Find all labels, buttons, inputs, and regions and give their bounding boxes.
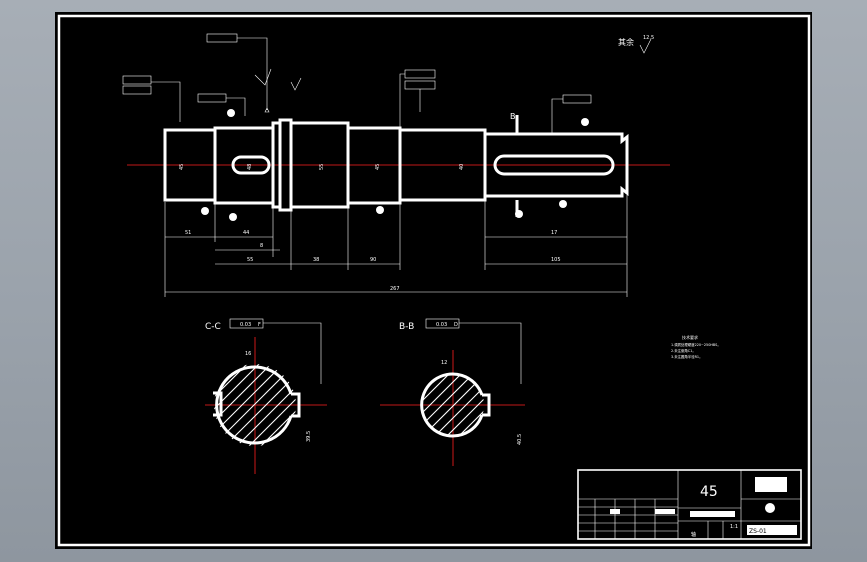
dim-l4: 38 [313,257,319,263]
tech-req-title: 技术要求 [682,334,698,340]
tol-frame-4 [197,93,227,103]
roughness-note: 其余 [618,37,634,47]
mark-4 [376,206,384,214]
title-material: 45 [700,484,718,500]
tech-req-line-2: 2.未注倒角C1。 [671,348,696,353]
keyway-right [493,154,615,176]
section-c-view: C-C 0.03 F 16 39.5 [205,318,327,474]
section-b-label: B-B [399,322,414,332]
shaft-view: B 45 48 55 45 40 [122,33,670,297]
roughness-leaders [254,68,302,91]
section-b-keyway-width: 12 [441,360,447,366]
dim-d1: 45 [179,164,185,170]
title-part-name: 轴 [691,531,696,538]
tol-frame-2 [122,75,152,85]
leader-4 [399,73,421,127]
roughness-value: 12.5 [643,35,654,41]
tol-frame-5 [404,69,436,79]
dim-overall-length: 267 [390,286,400,292]
section-b-keyway-dim: 40.5 [517,434,523,445]
dim-l6: 105 [551,257,561,263]
section-b-tol-frame [425,318,460,329]
dim-lines [164,195,628,297]
dim-l5: 90 [370,257,376,263]
section-b-keyway [482,393,491,417]
title-block: 45 1:1 轴 ZS-01 [577,469,802,540]
drawing-frame [57,14,811,547]
section-c-label: C-C [205,322,221,332]
section-c-flat [213,391,223,417]
tech-requirements: 技术要求 1.调质处理硬度220~250HBS。 2.未注倒角C1。 3.未注圆… [671,334,721,359]
section-b-circle [420,372,484,438]
drawing-sheet: 其余 12.5 B 45 48 55 45 40 [55,12,812,549]
tol-frame-3 [122,85,152,95]
section-c-datum: F [258,322,261,328]
mark-2 [229,213,237,221]
section-c-leader [263,322,322,384]
leader-5 [551,98,563,134]
section-c-keyway [291,392,301,418]
section-b-view: B-B 0.03 D 12 40.5 [380,318,525,466]
section-c-tol-frame [229,318,264,329]
section-c-circle [215,365,293,445]
dim-l1: 51 [185,230,191,236]
section-b-datum: D [454,322,458,328]
tech-req-line-1: 1.调质处理硬度220~250HBS。 [671,342,721,347]
leader-3 [226,97,246,116]
dim-d3: 55 [319,164,325,170]
mark-6 [559,200,567,208]
dim-l8: 8 [260,243,263,249]
section-c-keyway-dim: 39.5 [306,431,312,442]
dim-l2: 44 [243,230,249,236]
cad-drawing: 其余 12.5 B 45 48 55 45 40 [57,14,811,547]
dim-d2: 48 [247,164,253,170]
dim-d4: 45 [375,164,381,170]
leader-2 [151,81,181,122]
tech-req-line-3: 3.未注圆角半径R1。 [671,354,702,359]
title-scale: 1:1 [730,524,738,530]
section-c-keyway-width: 16 [245,351,251,357]
section-b-leader [459,322,522,384]
dim-d5: 40 [459,164,465,170]
mark-1 [227,109,235,117]
mark-5 [581,118,589,126]
title-drawing-no: ZS-01 [749,528,767,535]
dim-l3: 55 [247,257,253,263]
tol-frame-6 [404,80,436,90]
keyway-left [231,155,271,175]
leader-1 [237,37,270,113]
section-b-tol: 0.03 [436,322,447,328]
roughness-symbol [639,38,652,54]
section-c-tol: 0.03 [240,322,251,328]
section-b-mark-top: B [510,112,516,121]
tol-frame-7 [562,94,592,104]
mark-3 [201,207,209,215]
dim-l7: 17 [551,230,557,236]
tol-frame-1 [206,33,238,43]
